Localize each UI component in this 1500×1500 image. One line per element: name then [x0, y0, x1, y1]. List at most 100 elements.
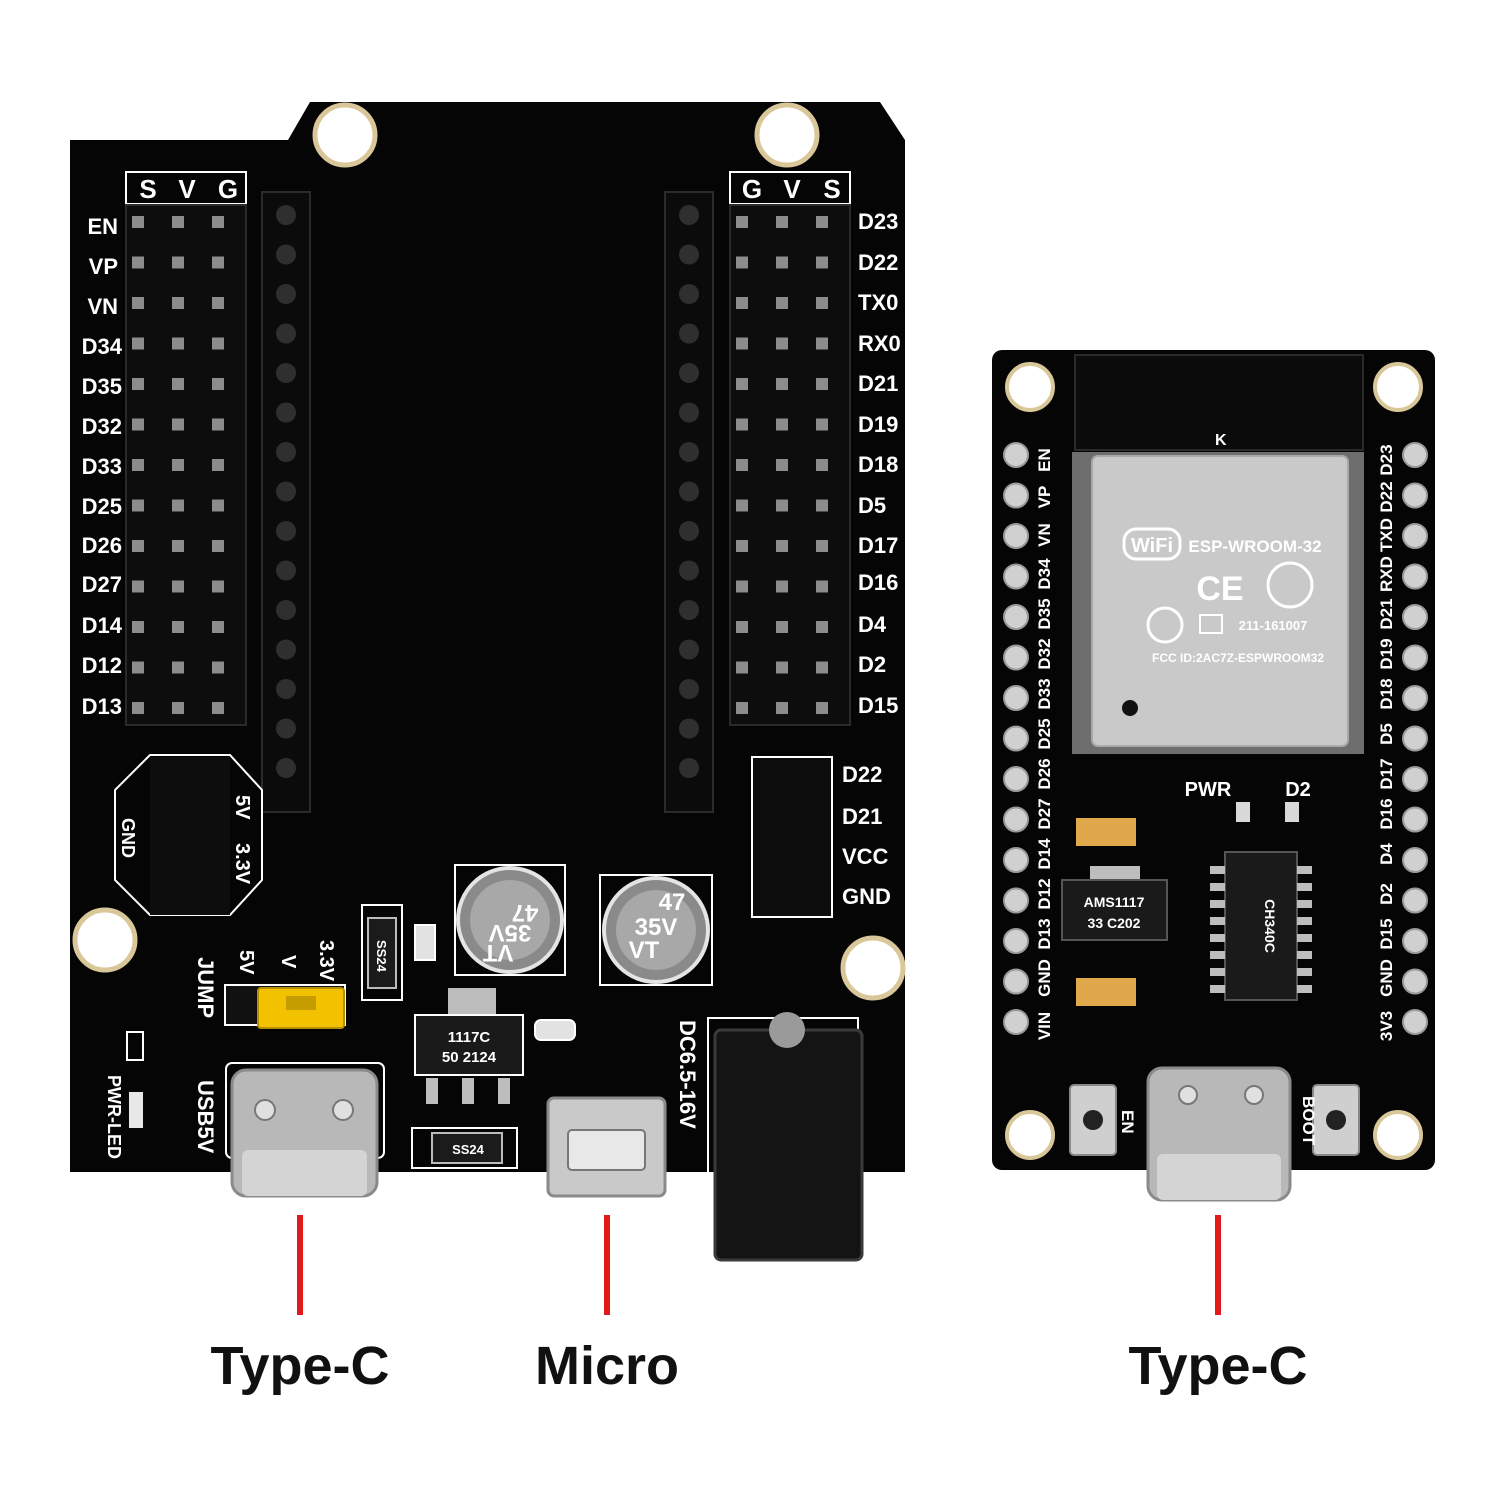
mounting-hole	[840, 935, 906, 1001]
diode-bottom-outline	[411, 1127, 518, 1169]
header-pin	[212, 459, 224, 471]
pin-label: TX0	[858, 290, 898, 315]
cap-label: 47	[512, 899, 539, 926]
socket-hole	[679, 244, 699, 265]
left-header-col-labels: S V G	[125, 171, 247, 205]
led-pad	[126, 1031, 144, 1061]
pin-label: D17	[858, 533, 898, 558]
socket-hole	[679, 758, 699, 778]
header-pin	[172, 418, 184, 431]
header-pin	[776, 337, 788, 350]
jumper-cap-notch	[286, 996, 316, 1010]
mounting-hole	[312, 102, 378, 168]
devkit-right-pin-labels: D23 D22 TXD RXD D21 D19 D18 D5 D17 D16 D…	[1377, 444, 1396, 1041]
header-pin	[776, 621, 788, 633]
aux-pin-label: D21	[842, 804, 882, 829]
right-header-col-labels: G V S	[729, 171, 851, 205]
header-pin	[172, 459, 184, 471]
boot-button-cap	[1326, 1110, 1346, 1130]
header-pin	[776, 459, 788, 471]
pin-label: D12	[1035, 878, 1054, 909]
diode-outline	[361, 904, 403, 1001]
caption-micro: Micro	[534, 1336, 680, 1396]
pin-label: GND	[1035, 959, 1054, 997]
ldo-label: AMS1117	[1084, 894, 1145, 910]
header-pin	[816, 621, 828, 633]
pin-hole	[1402, 806, 1428, 833]
pin-label: D2	[858, 652, 886, 677]
tantalum-cap	[1076, 978, 1136, 1006]
pin-label: D16	[858, 570, 898, 595]
regulator-leg	[426, 1078, 438, 1104]
regulator-label: 50 2124	[442, 1049, 497, 1066]
socket-hole	[679, 284, 699, 304]
header-pin	[776, 418, 788, 431]
pin-label: D14	[1035, 838, 1054, 870]
header-pin	[132, 337, 144, 350]
header-pin	[132, 297, 144, 309]
d2-led	[1285, 802, 1299, 822]
pin-label: D35	[1035, 598, 1054, 629]
header-pin	[736, 580, 748, 593]
header-pin	[132, 459, 144, 471]
pin-label: VP	[1035, 486, 1054, 509]
pin-label: D23	[1377, 444, 1396, 475]
socket-hole	[679, 679, 699, 699]
module-name: ESP-WROOM-32	[1188, 537, 1321, 556]
pin-hole	[1402, 685, 1428, 711]
socket-hole	[276, 679, 296, 699]
aux-pin-label: GND	[842, 884, 891, 909]
pin-label: D12	[82, 653, 122, 678]
pin-hole	[1402, 968, 1428, 995]
cap-label: VT	[629, 937, 660, 964]
pin-label: D2	[1377, 883, 1396, 905]
header-pin	[816, 459, 828, 471]
mounting-hole	[72, 907, 138, 973]
pin-label: RXD	[1377, 556, 1396, 592]
wifi-logo-box	[1122, 527, 1182, 561]
jumper-title: JUMP	[193, 957, 218, 1018]
pin-label: D13	[82, 694, 122, 719]
pin-label: D33	[1035, 678, 1054, 709]
dc-barrel-jack[interactable]	[713, 1028, 864, 1262]
pin-label: D14	[82, 613, 123, 638]
pin-label: D32	[82, 414, 122, 439]
header-pin	[172, 621, 184, 633]
pin-hole	[1003, 1009, 1029, 1035]
chip-leg	[1210, 883, 1225, 891]
socket-hole	[276, 323, 296, 344]
header-pin	[212, 540, 224, 552]
header-pin	[212, 499, 224, 512]
header-pin	[212, 418, 224, 431]
pin-label: D4	[858, 612, 887, 637]
socket-hole	[276, 481, 296, 502]
pin-label: D16	[1377, 798, 1396, 829]
pin-label: D15	[1377, 918, 1396, 949]
cap-label: 35V	[489, 919, 532, 946]
pin-hole	[1003, 523, 1029, 549]
r-mark	[1199, 614, 1223, 634]
usb-c-rivet	[332, 1099, 354, 1121]
pin-hole	[1402, 442, 1428, 468]
smd-fuse	[534, 1019, 576, 1041]
regulator-leg	[462, 1078, 474, 1104]
header-pin	[132, 216, 144, 228]
expansion-left-pin-labels: EN VP VN D34 D35 D32 D33 D25 D26 D27 D14…	[82, 214, 123, 719]
header-pin	[172, 216, 184, 228]
header-pin	[132, 540, 144, 552]
esp32-devkit: K WiFi ESP-WROOM-32 CE 211-161007 FCC ID…	[992, 350, 1435, 1202]
pin-hole	[1003, 887, 1029, 914]
cap-label: 47	[659, 889, 686, 916]
pin-label: TXD	[1377, 518, 1396, 552]
pin-label: VIN	[1035, 1012, 1054, 1040]
pin-label: D18	[1377, 678, 1396, 709]
right-col-label: G	[742, 174, 762, 204]
right-socket-strip	[664, 191, 714, 813]
expansion-board: S V G G V S EN VP VN D34 D35 D32 D33 D25…	[70, 102, 906, 1262]
module-pin1-dot	[1122, 700, 1138, 716]
mounting-hole	[754, 102, 820, 168]
header-pin	[816, 661, 828, 674]
header-pin	[132, 621, 144, 633]
right-pin-header	[729, 204, 851, 726]
header-pin	[736, 337, 748, 350]
